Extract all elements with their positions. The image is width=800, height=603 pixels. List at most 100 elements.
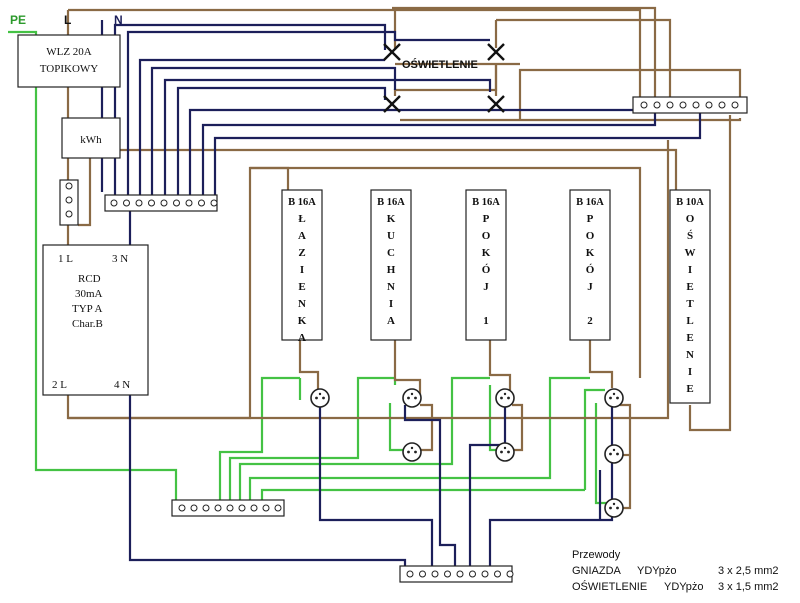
breaker-name-char: C <box>387 247 395 259</box>
terminal <box>444 570 451 578</box>
rcd-label-3: TYP A <box>72 303 103 315</box>
terminal <box>406 570 414 578</box>
pe-wires <box>8 30 610 505</box>
breaker-name-char: O <box>686 213 695 225</box>
breaker-name-char: I <box>389 298 393 310</box>
breaker-name-char: P <box>483 213 490 225</box>
terminal <box>705 101 713 109</box>
terminal-strip-neutral <box>399 565 514 583</box>
socket-icon <box>402 442 422 462</box>
terminal-strip-top <box>104 194 218 212</box>
lamp-icon <box>487 95 505 113</box>
breaker-name-char: W <box>685 247 696 259</box>
terminal <box>210 199 218 207</box>
terminal <box>214 504 222 512</box>
cable-legend: Przewody GNIAZDA YDYpżo 3 x 2,5 mm2 OŚWI… <box>572 549 779 593</box>
terminal <box>481 570 489 578</box>
rcd-in-n: 3 N <box>112 253 128 265</box>
breaker-name-char: E <box>686 281 693 293</box>
breaker-name-char: Ł <box>298 213 305 225</box>
terminal <box>419 570 426 578</box>
rcd-label-1: RCD <box>78 273 101 285</box>
terminal-strip-lighting <box>632 96 748 114</box>
terminal <box>148 199 155 207</box>
socket-icon <box>402 388 422 408</box>
rcd: 1 L 3 N RCD 30mA TYP A Char.B 2 L 4 N <box>42 244 149 396</box>
lighting-label: OŚWIETLENIE <box>402 58 478 71</box>
main-switch: WLZ 20A TOPIKOWY <box>17 34 121 88</box>
breaker-name-char: Ś <box>687 230 693 242</box>
terminal <box>123 199 130 207</box>
terminal <box>640 101 648 109</box>
socket-icon <box>604 444 624 464</box>
breaker-name-char: J <box>587 281 593 293</box>
meter-label: kWh <box>80 134 102 146</box>
breaker-name-char: P <box>587 213 594 225</box>
terminal <box>494 570 501 578</box>
socket-icon <box>310 388 330 408</box>
breaker-name-char: O <box>482 230 491 242</box>
terminal <box>274 504 282 512</box>
l-label: L <box>64 13 71 27</box>
socket-icon <box>604 388 624 408</box>
breaker-name-char: 1 <box>483 315 489 327</box>
breaker-rating: B 16A <box>377 197 405 208</box>
breaker-name-char: A <box>387 315 395 327</box>
main-switch-label-1: WLZ 20A <box>46 46 92 58</box>
terminal <box>198 199 205 207</box>
legend-row-2-spec: 3 x 1,5 mm2 <box>718 581 779 593</box>
socket-icon <box>495 442 515 462</box>
breaker-name-char: N <box>387 281 395 293</box>
terminal <box>731 101 739 109</box>
rcd-out-n: 4 N <box>114 379 130 391</box>
breaker-name-char: K <box>298 315 307 327</box>
breaker-name-char: T <box>686 298 694 310</box>
terminal <box>110 199 118 207</box>
breaker-rating: B 16A <box>288 197 316 208</box>
rcd-in-l: 1 L <box>58 253 73 265</box>
breaker-name-char: K <box>482 247 491 259</box>
breaker-name-char: O <box>586 230 595 242</box>
legend-row-1-cable: YDYpżo <box>637 565 677 577</box>
terminal <box>250 504 258 512</box>
terminal <box>202 504 210 512</box>
breaker-name-char: I <box>300 264 304 276</box>
breaker-name-char: L <box>686 315 693 327</box>
rcd-label-2: 30mA <box>75 288 103 300</box>
socket-icon <box>604 498 624 518</box>
terminal <box>185 199 193 207</box>
terminal <box>431 570 439 578</box>
terminal <box>469 570 476 578</box>
legend-row-2-circuit: OŚWIETLENIE <box>572 580 647 593</box>
terminal <box>506 570 514 578</box>
lamp-icon <box>383 95 401 113</box>
neutral-wires <box>100 20 702 570</box>
terminal <box>226 504 234 512</box>
terminal <box>718 101 726 109</box>
lamp-icon <box>383 43 401 61</box>
terminal <box>135 199 143 207</box>
lamp-icon <box>487 43 505 61</box>
breaker-name-char: E <box>298 281 305 293</box>
terminal <box>666 101 674 109</box>
sockets <box>310 388 624 518</box>
breaker-rating: B 16A <box>576 197 604 208</box>
breaker-name-char: E <box>686 383 693 395</box>
breaker-name-char: K <box>586 247 595 259</box>
pe-connector <box>59 179 79 226</box>
terminal <box>238 504 246 512</box>
breaker-name-char: H <box>387 264 396 276</box>
rcd-label-4: Char.B <box>72 318 103 330</box>
terminal <box>692 101 700 109</box>
legend-row-1-spec: 3 x 2,5 mm2 <box>718 565 779 577</box>
breaker-name-char: J <box>483 281 489 293</box>
terminal-strip-pe <box>171 499 285 517</box>
rcd-out-l: 2 L <box>52 379 67 391</box>
energy-meter: kWh <box>61 117 121 159</box>
